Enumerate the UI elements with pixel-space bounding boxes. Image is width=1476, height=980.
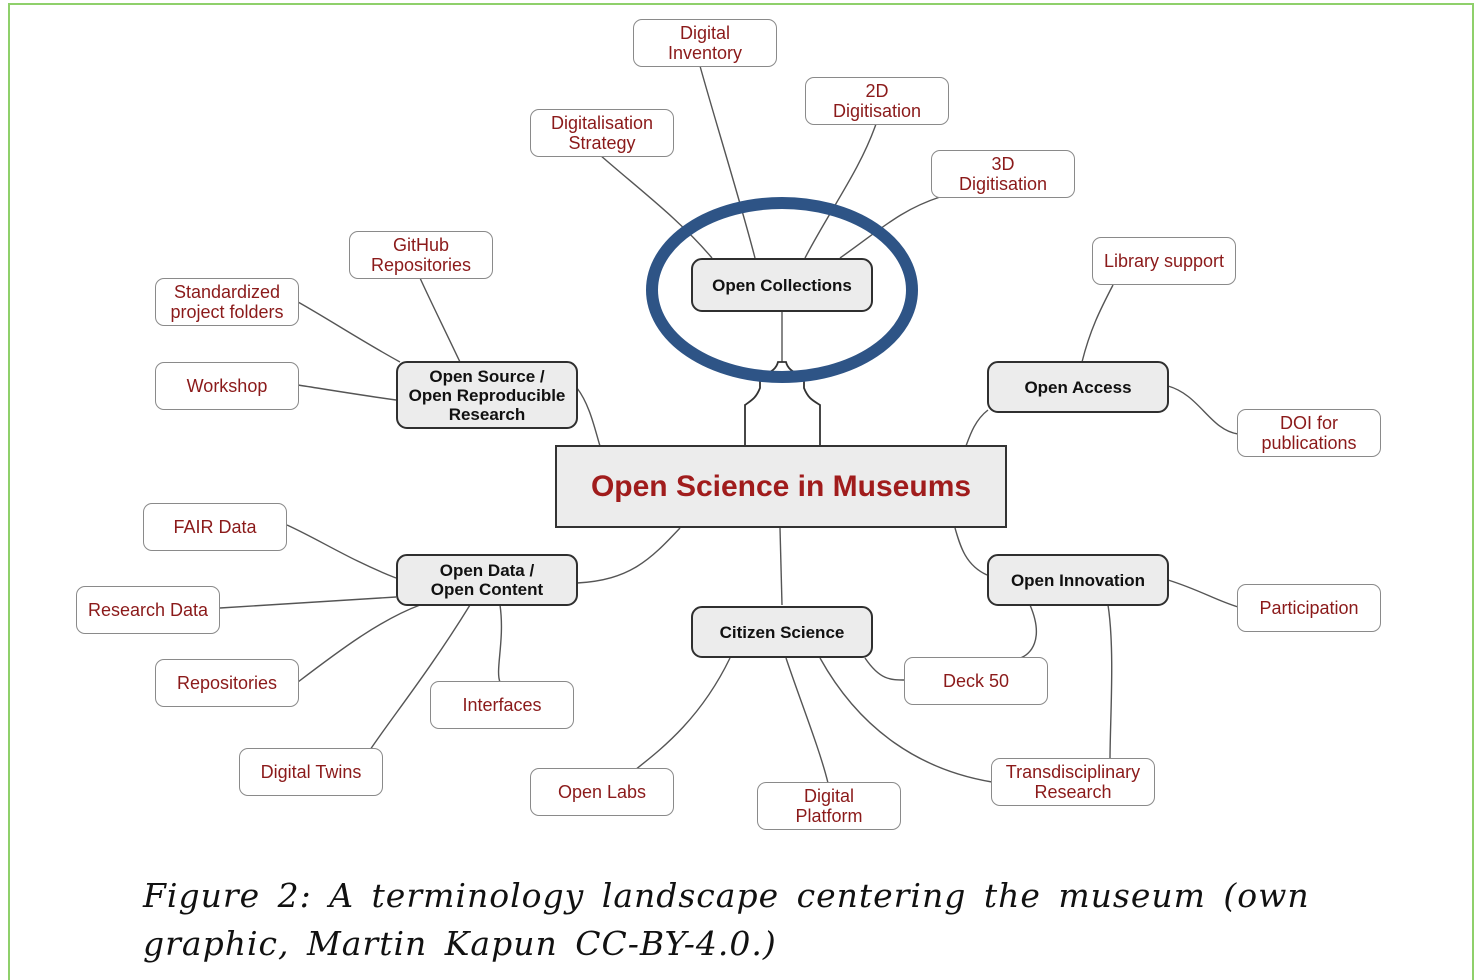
- edge-access-doi: [1167, 385, 1239, 435]
- leaf-fair-data: FAIR Data: [143, 503, 287, 551]
- edge-collections-2d: [804, 123, 877, 259]
- edge-citizen-transdisciplinary: [819, 657, 993, 783]
- hub-open-access: Open Access: [987, 361, 1169, 413]
- edge-innovation-deck: [1019, 604, 1037, 659]
- leaf-transdisciplinary-research: Transdisciplinary Research: [991, 758, 1155, 806]
- leaf-3d-digitisation: 3D Digitisation: [931, 150, 1075, 198]
- center-notch: [744, 361, 821, 446]
- edge-data-twins: [369, 604, 471, 751]
- leaf-doi-for-publications: DOI for publications: [1237, 409, 1381, 457]
- edge-data-fair: [286, 524, 397, 579]
- leaf-research-data: Research Data: [76, 586, 220, 634]
- edge-collections-inventory: [699, 65, 756, 259]
- figure-caption: Figure 2: A terminology landscape center…: [143, 876, 1310, 963]
- leaf-digital-twins: Digital Twins: [239, 748, 383, 796]
- leaf-participation: Participation: [1237, 584, 1381, 632]
- leaf-digital-platform: Digital Platform: [757, 782, 901, 830]
- edge-source-workshop: [297, 384, 397, 401]
- leaf-standardized-project-folders: Standardized project folders: [155, 278, 299, 326]
- leaf-digitalisation-strategy: Digitalisation Strategy: [530, 109, 674, 157]
- edge-source-folders: [297, 301, 401, 363]
- edge-citizen-openlabs: [634, 657, 731, 771]
- hub-open-collections: Open Collections: [691, 258, 873, 312]
- leaf-github-repositories: GitHub Repositories: [349, 231, 493, 279]
- edge-data-center: [576, 527, 681, 584]
- edge-innovation-participation: [1167, 579, 1239, 608]
- edge-access-library: [1081, 284, 1114, 363]
- edge-citizen-platform: [785, 657, 829, 784]
- edge-access-center: [965, 409, 989, 447]
- leaf-2d-digitisation: 2D Digitisation: [805, 77, 949, 125]
- hub-citizen-science: Citizen Science: [691, 606, 873, 658]
- edge-source-github: [419, 277, 461, 363]
- leaf-repositories: Repositories: [155, 659, 299, 707]
- edge-innovation-center: [954, 527, 988, 576]
- leaf-library-support: Library support: [1092, 237, 1236, 285]
- edge-citizen-deck: [864, 657, 907, 681]
- edge-data-repositories: [297, 604, 421, 683]
- highlight-ellipse: [646, 197, 918, 383]
- leaf-workshop: Workshop: [155, 362, 299, 410]
- leaf-interfaces: Interfaces: [430, 681, 574, 729]
- edge-collections-3d: [839, 196, 941, 259]
- leaf-open-labs: Open Labs: [530, 768, 674, 816]
- edge-data-research: [219, 596, 397, 609]
- edge-source-center: [576, 387, 601, 447]
- hub-open-source: Open Source / Open Reproducible Research: [396, 361, 578, 429]
- hub-open-innovation: Open Innovation: [987, 554, 1169, 606]
- center-node: Open Science in Museums: [555, 445, 1007, 528]
- leaf-digital-inventory: Digital Inventory: [633, 19, 777, 67]
- edge-innovation-transdisciplinary: [1107, 604, 1113, 761]
- page-border: [8, 3, 1474, 980]
- edge-citizen-center: [779, 527, 783, 606]
- edge-data-interfaces: [497, 604, 503, 683]
- hub-open-data: Open Data / Open Content: [396, 554, 578, 606]
- leaf-deck-50: Deck 50: [904, 657, 1048, 705]
- edge-collections-strategy: [599, 154, 713, 259]
